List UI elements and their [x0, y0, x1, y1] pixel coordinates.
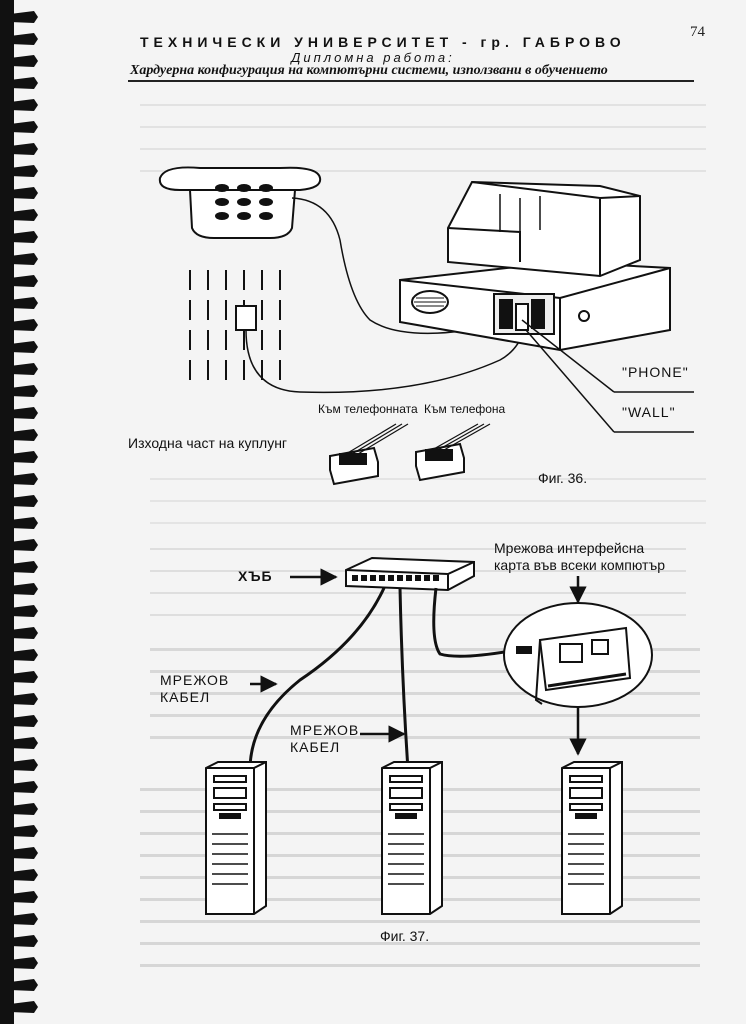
binding-coil [10, 539, 38, 551]
hub-icon [345, 556, 475, 592]
binding-coil [10, 583, 38, 595]
tower-pc-icon [381, 761, 443, 915]
binding-coil [10, 253, 38, 265]
label-nic-line2: карта във всеки компютър [494, 557, 665, 573]
binding-coil [10, 55, 38, 67]
binding-coil [10, 33, 38, 45]
binding-coil [10, 495, 38, 507]
binding-coil [10, 143, 38, 155]
binding-coil [10, 803, 38, 815]
hub-port [379, 575, 385, 581]
binding-coil [10, 121, 38, 133]
network-cable-left [248, 587, 386, 771]
telephone-icon [158, 166, 322, 239]
label-nic-line1: Мрежова интерфейсна [494, 540, 645, 556]
hub-port [406, 575, 412, 581]
binding-coil [10, 363, 38, 375]
binding-coil [10, 209, 38, 221]
hub-port [370, 575, 376, 581]
hub-port [397, 575, 403, 581]
binding-coil [10, 715, 38, 727]
thesis-subtitle: Хардуерна конфигурация на компютърни сис… [130, 63, 608, 78]
binding-coil [10, 451, 38, 463]
binding-coil [10, 165, 38, 177]
binding-coil [10, 77, 38, 89]
binding-coil [10, 231, 38, 243]
wall-jack-icon [189, 270, 281, 380]
network-cable-right [432, 587, 517, 658]
network-card-icon [503, 602, 653, 708]
university-header: ТЕХНИЧЕСКИ УНИВЕРСИТЕТ - гр. ГАБРОВО [140, 34, 626, 50]
binding-coil [10, 825, 38, 837]
page-number: 74 [690, 24, 705, 40]
binding-coil [10, 891, 38, 903]
binding-coil [10, 187, 38, 199]
binding-coil [10, 1001, 38, 1013]
wall-cord [245, 329, 525, 394]
network-cable-middle [398, 587, 410, 771]
hub-port [352, 575, 358, 581]
binding-coil [10, 781, 38, 793]
label-cable-2-line2: КАБЕЛ [290, 739, 341, 755]
coupler-output-icon [329, 423, 409, 486]
header-rule [128, 80, 694, 82]
binding-coil [10, 385, 38, 397]
binding-coil [10, 693, 38, 705]
tower-pc-icon [561, 761, 623, 915]
spiral-binding [0, 0, 38, 1024]
binding-coil [10, 407, 38, 419]
binding-coil [10, 561, 38, 573]
binding-coil [10, 275, 38, 287]
label-cable-2-line1: МРЕЖОВ [290, 722, 360, 738]
hub-port [433, 575, 439, 581]
label-hub: ХЪБ [238, 568, 273, 584]
label-cable-1-line1: МРЕЖОВ [160, 672, 230, 688]
work-type-header: Дипломна работа: [291, 50, 455, 65]
computer-icon [399, 180, 671, 352]
label-to-phone: Към телефона [424, 402, 506, 416]
figure-36-caption: Фиг. 36. [538, 470, 588, 486]
binding-coil [10, 429, 38, 441]
hub-port [361, 575, 367, 581]
binding-coil [10, 319, 38, 331]
label-to-phone-line: Към телефонната [318, 402, 418, 416]
phone-cord [291, 197, 511, 335]
label-cable-1-line2: КАБЕЛ [160, 689, 211, 705]
binding-coil [10, 671, 38, 683]
label-coupler-output: Изходна част на куплунг [128, 435, 288, 451]
binding-coil [10, 759, 38, 771]
label-phone-port: "PHONE" [622, 364, 689, 380]
binding-coil [10, 869, 38, 881]
binding-coil [10, 605, 38, 617]
binding-coil [10, 737, 38, 749]
binding-coil [10, 517, 38, 529]
label-wall-port: "WALL" [622, 404, 676, 420]
hub-port [424, 575, 430, 581]
hub-port [415, 575, 421, 581]
binding-coil [10, 627, 38, 639]
tower-pc-icon [205, 761, 267, 915]
binding-coil [10, 341, 38, 353]
figure-37-caption: Фиг. 37. [380, 928, 430, 944]
binding-coil [10, 913, 38, 925]
binding-coil [10, 297, 38, 309]
binding-coil [10, 11, 38, 23]
binding-coil [10, 99, 38, 111]
binding-coil [10, 847, 38, 859]
binding-coil [10, 979, 38, 991]
coupler-output-icon-2 [415, 423, 491, 482]
binding-coil [10, 649, 38, 661]
hub-port [388, 575, 394, 581]
binding-coil [10, 935, 38, 947]
binding-coil [10, 473, 38, 485]
binding-coil [10, 957, 38, 969]
